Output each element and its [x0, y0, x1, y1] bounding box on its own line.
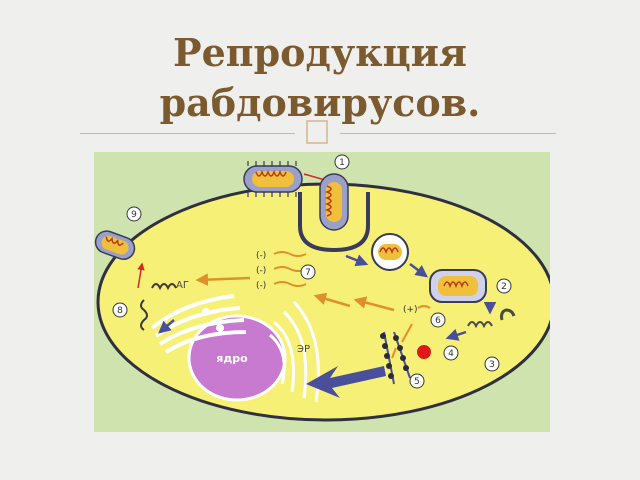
step-marker-8: 8: [112, 302, 128, 318]
virion-budding: [94, 230, 136, 261]
rhabdovirus-diagram: ядро ЭР АГ: [94, 152, 550, 432]
plus-label: (+): [403, 305, 418, 315]
nucleus: ядро: [187, 314, 287, 402]
svg-text:9: 9: [131, 210, 137, 220]
nucleocapsid: [467, 321, 493, 329]
step-marker-2: 2: [496, 278, 512, 294]
step-marker-7: 7: [300, 264, 316, 280]
translation-arrow: [306, 366, 386, 398]
assembling-nucleocapsid: [140, 299, 148, 331]
virion-attaching: [319, 173, 349, 231]
empty-envelope: [500, 308, 516, 321]
endocytic-pit: [298, 192, 370, 253]
divider-left: [80, 133, 295, 134]
step-marker-1: 1: [334, 154, 350, 170]
svg-text:6: 6: [435, 316, 441, 326]
polysomes: [380, 331, 411, 385]
endosome: [371, 233, 409, 271]
svg-text:7: 7: [305, 268, 311, 278]
virion-entering: [243, 161, 303, 197]
title-line-2: рабдовирусов.: [159, 80, 481, 125]
svg-text:4: 4: [448, 349, 454, 359]
minus-label-2: (-): [256, 266, 266, 276]
orange-arrow-2: [195, 273, 251, 286]
svg-text:5: 5: [414, 377, 420, 387]
step-marker-5: 5: [409, 373, 425, 389]
er-label: ЭР: [297, 344, 310, 355]
svg-text:3: 3: [489, 360, 495, 370]
viral-protein-dot: [417, 345, 431, 359]
svg-text:8: 8: [117, 306, 123, 316]
svg-text:2: 2: [501, 282, 507, 292]
minus-label-1: (-): [256, 251, 266, 261]
step-marker-9: 9: [126, 206, 142, 222]
ornament-icon: [306, 120, 328, 144]
mrna-strands: [391, 323, 413, 359]
divider-right: [340, 133, 556, 134]
svg-text:1: 1: [339, 158, 345, 168]
minus-label-3: (-): [256, 281, 266, 291]
orange-arrow-1: [313, 292, 351, 308]
uncoating-vesicle: [429, 269, 487, 303]
slide-title: Репродукция рабдовирусов.: [0, 28, 640, 128]
step-marker-4: 4: [443, 345, 459, 361]
golgi-label: АГ: [176, 280, 189, 291]
nucleus-label: ядро: [216, 352, 248, 365]
step-marker-3: 3: [484, 356, 500, 372]
step-marker-6: 6: [430, 312, 446, 328]
title-line-1: Репродукция: [173, 30, 467, 75]
